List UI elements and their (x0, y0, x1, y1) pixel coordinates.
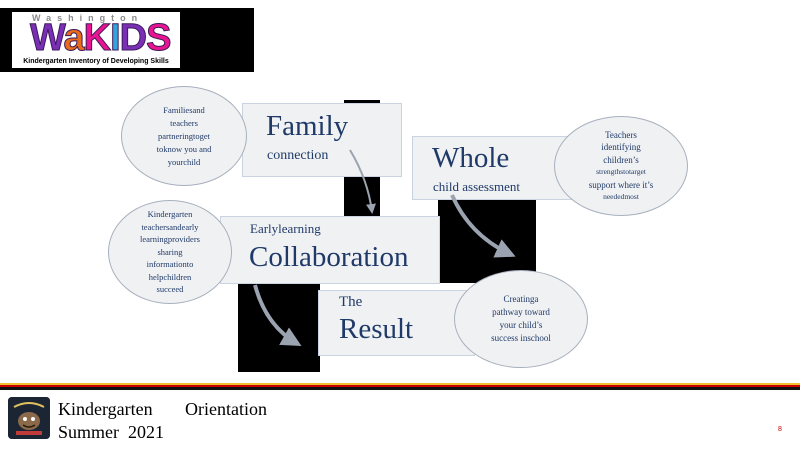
whole-title: Whole (432, 142, 510, 174)
footer-title-kindergarten: Kindergarten (58, 399, 153, 419)
logo-wordmark: WaKIDS (29, 17, 172, 59)
page-number: 8 (778, 426, 782, 433)
logo-letter: a (63, 17, 85, 59)
footer-stripe-yellow (0, 383, 800, 385)
logo-letter: W (29, 17, 64, 59)
collab-title: Collaboration (249, 241, 409, 273)
footer-title-orientation: Orientation (185, 399, 267, 419)
family-title: Family (266, 110, 349, 142)
logo-top-text: Washington (32, 13, 144, 23)
logo-letter: K (83, 17, 111, 59)
family-panel (242, 103, 402, 177)
footer-stripe-red (0, 385, 800, 387)
collaboration-panel (220, 216, 440, 284)
whole-subtitle: child assessment (433, 179, 521, 194)
logo-letter: S (146, 17, 172, 59)
footer-season: Summer (58, 422, 119, 442)
result-title: Result (339, 313, 414, 345)
collab-subtitle: Earlylearning (250, 221, 321, 236)
logo-subtitle: Kindergarten Inventory of Developing Ski… (23, 58, 169, 65)
result-subtitle: The (339, 294, 363, 310)
footer-stripe-black (0, 387, 800, 390)
family-subtitle: connection (267, 148, 329, 163)
background-block (238, 278, 320, 372)
school-mascot-icon (8, 397, 50, 439)
footer-year: 2021 (128, 422, 164, 442)
wakids-logo (12, 12, 180, 68)
logo-letter: D (119, 17, 147, 59)
logo-letter: I (110, 17, 121, 59)
